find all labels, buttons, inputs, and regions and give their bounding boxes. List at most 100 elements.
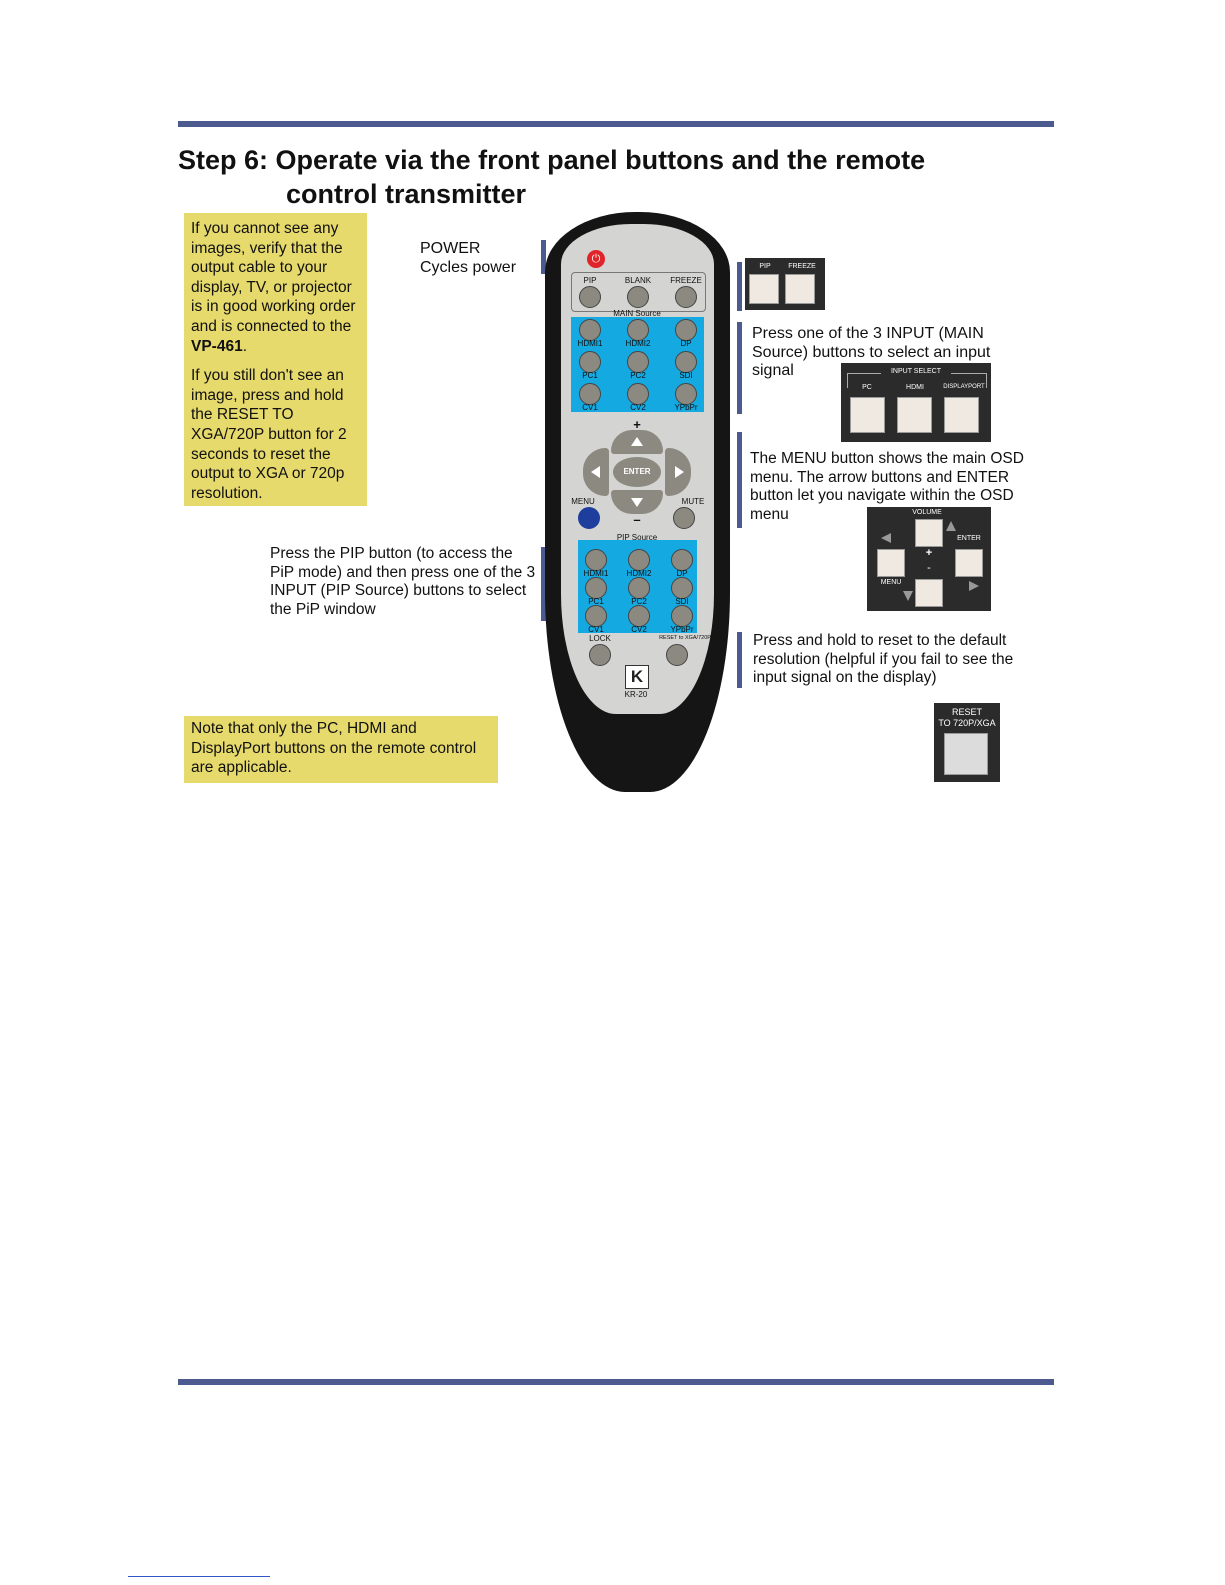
remote-source-button[interactable] [627, 383, 649, 405]
remote-source-button[interactable] [585, 605, 607, 627]
bottom-rule [178, 1379, 1054, 1385]
remote-source-button[interactable] [675, 351, 697, 373]
remote-source-button[interactable] [671, 577, 693, 599]
title-line-1: Step 6: Operate via the front panel butt… [178, 145, 926, 175]
lock-button-label: LOCK [589, 634, 611, 643]
remote-source-label: PC1 [588, 597, 604, 606]
remote-source-label: CV2 [630, 403, 646, 412]
remote-source-button[interactable] [627, 319, 649, 341]
mute-button[interactable] [673, 507, 695, 529]
plus-label: + [925, 547, 933, 559]
model-label: KR-20 [624, 690, 648, 699]
remote-source-button[interactable] [628, 605, 650, 627]
remote-source-label: CV1 [588, 625, 604, 634]
remote-source-button[interactable] [579, 383, 601, 405]
remote-source-button[interactable] [675, 319, 697, 341]
reset-button[interactable] [666, 644, 688, 666]
reset-key-label-2: TO 720P/XGA [938, 718, 996, 728]
nav-left-button[interactable] [583, 448, 609, 496]
kramer-logo: K [625, 665, 649, 689]
input-select-title: INPUT SELECT [881, 368, 951, 375]
reset-panel: RESET TO 720P/XGA [934, 703, 1000, 782]
enter-key[interactable] [955, 549, 983, 577]
pip-source-title: PIP Source [616, 533, 658, 542]
nav-minus: – [633, 512, 641, 527]
troubleshoot-note: If you cannot see any images, verify tha… [184, 213, 367, 506]
pip-freeze-panel: PIP FREEZE [745, 258, 825, 310]
minus-label: - [927, 562, 931, 574]
remote-source-button[interactable] [585, 577, 607, 599]
remote-source-label: CV1 [582, 403, 598, 412]
blank-button[interactable] [627, 286, 649, 308]
remote-source-button[interactable] [671, 549, 693, 571]
mute-button-label: MUTE [681, 497, 705, 506]
remote-source-label: SDI [679, 371, 693, 380]
remote-source-button[interactable] [675, 383, 697, 405]
reset-button-label: RESET to XGA/720P [659, 635, 711, 641]
note-para-2: If you still don't see an image, press a… [191, 367, 347, 502]
input-select-panel: INPUT SELECT PC HDMI DISPLAYPORT [841, 363, 991, 442]
left-arrow-icon [881, 533, 891, 543]
main-source-title: MAIN Source [613, 309, 661, 318]
remote-source-button[interactable] [671, 605, 693, 627]
remote-source-label: DP [676, 569, 688, 578]
pip-button[interactable] [579, 286, 601, 308]
nav-down-button[interactable] [611, 490, 663, 514]
page-title: Step 6: Operate via the front panel butt… [178, 143, 1058, 211]
power-bar [541, 240, 546, 274]
reset-key-label-1: RESET [951, 707, 982, 717]
menu-callout: The MENU button shows the main OSD menu.… [750, 450, 1024, 523]
footer-link-underline [128, 1576, 270, 1577]
remote-source-label: DP [680, 339, 692, 348]
reset-bar [737, 632, 742, 688]
lock-button[interactable] [589, 644, 611, 666]
volume-down-key[interactable] [915, 579, 943, 607]
freeze-button-label: FREEZE [670, 276, 702, 285]
remote-source-label: PC2 [630, 371, 646, 380]
pc-key[interactable] [850, 397, 885, 433]
blank-button-label: BLANK [624, 276, 652, 285]
volume-menu-panel: VOLUME + - ENTER MENU [867, 507, 991, 611]
reset-callout: Press and hold to reset to the default r… [753, 632, 1014, 687]
nav-up-button[interactable] [611, 430, 663, 454]
menu-key-label: MENU [880, 579, 902, 586]
remote-source-label: HDMI2 [625, 339, 651, 348]
right-arrow-icon [969, 581, 979, 591]
remote-source-button[interactable] [579, 351, 601, 373]
hdmi-key-label: HDMI [906, 384, 924, 391]
up-arrow-icon [946, 521, 956, 531]
note-para-1: If you cannot see any images, verify tha… [191, 220, 356, 355]
reset-key[interactable] [944, 733, 988, 775]
down-arrow-icon [903, 591, 913, 601]
menu-bar [737, 432, 742, 528]
menu-button-label: MENU [571, 497, 595, 506]
remote-source-label: SDI [675, 597, 689, 606]
remote-source-button[interactable] [627, 351, 649, 373]
freeze-button[interactable] [675, 286, 697, 308]
top-rule [178, 121, 1054, 127]
remote-source-label: CV2 [631, 625, 647, 634]
pip-key[interactable] [749, 274, 779, 304]
menu-key[interactable] [877, 549, 905, 577]
remote-source-button[interactable] [628, 577, 650, 599]
input-callout: Press one of the 3 INPUT (MAIN Source) b… [752, 325, 991, 380]
remote-source-button[interactable] [579, 319, 601, 341]
power-button[interactable]: ⏻ [587, 250, 605, 268]
displayport-key[interactable] [944, 397, 979, 433]
remote-source-button[interactable] [585, 549, 607, 571]
remote-source-label: PC1 [582, 371, 598, 380]
freeze-key-label: FREEZE [788, 263, 816, 270]
volume-up-key[interactable] [915, 519, 943, 547]
title-line-2: control transmitter [286, 179, 527, 209]
hdmi-key[interactable] [897, 397, 932, 433]
pip-key-label: PIP [759, 263, 771, 270]
remote-source-label: YPbPr [674, 403, 698, 412]
freeze-key[interactable] [785, 274, 815, 304]
displayport-key-label: DISPLAYPORT [943, 384, 985, 390]
enter-button[interactable]: ENTER [613, 457, 661, 487]
pc-key-label: PC [862, 384, 872, 391]
menu-button[interactable] [578, 507, 600, 529]
applicable-buttons-note: Note that only the PC, HDMI and DisplayP… [184, 716, 498, 783]
remote-source-button[interactable] [628, 549, 650, 571]
